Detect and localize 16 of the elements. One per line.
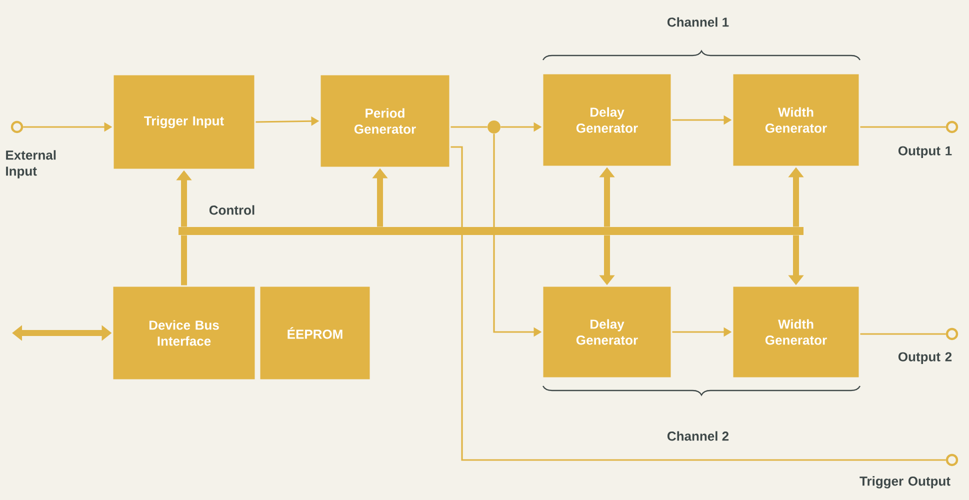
process-box: Delay Generator [542, 72, 672, 168]
junction-dot [488, 120, 500, 134]
process-box: Trigger Input [112, 74, 256, 170]
process-box: Device Bus Interface [112, 285, 256, 381]
terminal-label: Trigger Output [860, 476, 950, 488]
terminal-label: External Input [6, 150, 56, 178]
terminal-label: Output 1 [898, 146, 952, 158]
process-box: ÉEPROM [258, 285, 372, 381]
terminal-label: Output 2 [898, 352, 952, 364]
channel-label: Channel 2 [667, 431, 729, 441]
bus-label: Control [209, 205, 254, 215]
process-box: Width Generator [732, 72, 860, 168]
process-box: Delay Generator [542, 285, 672, 379]
channel-label: Channel 1 [667, 17, 729, 27]
process-box: Width Generator [732, 285, 860, 379]
process-box: Period Generator [319, 74, 451, 168]
